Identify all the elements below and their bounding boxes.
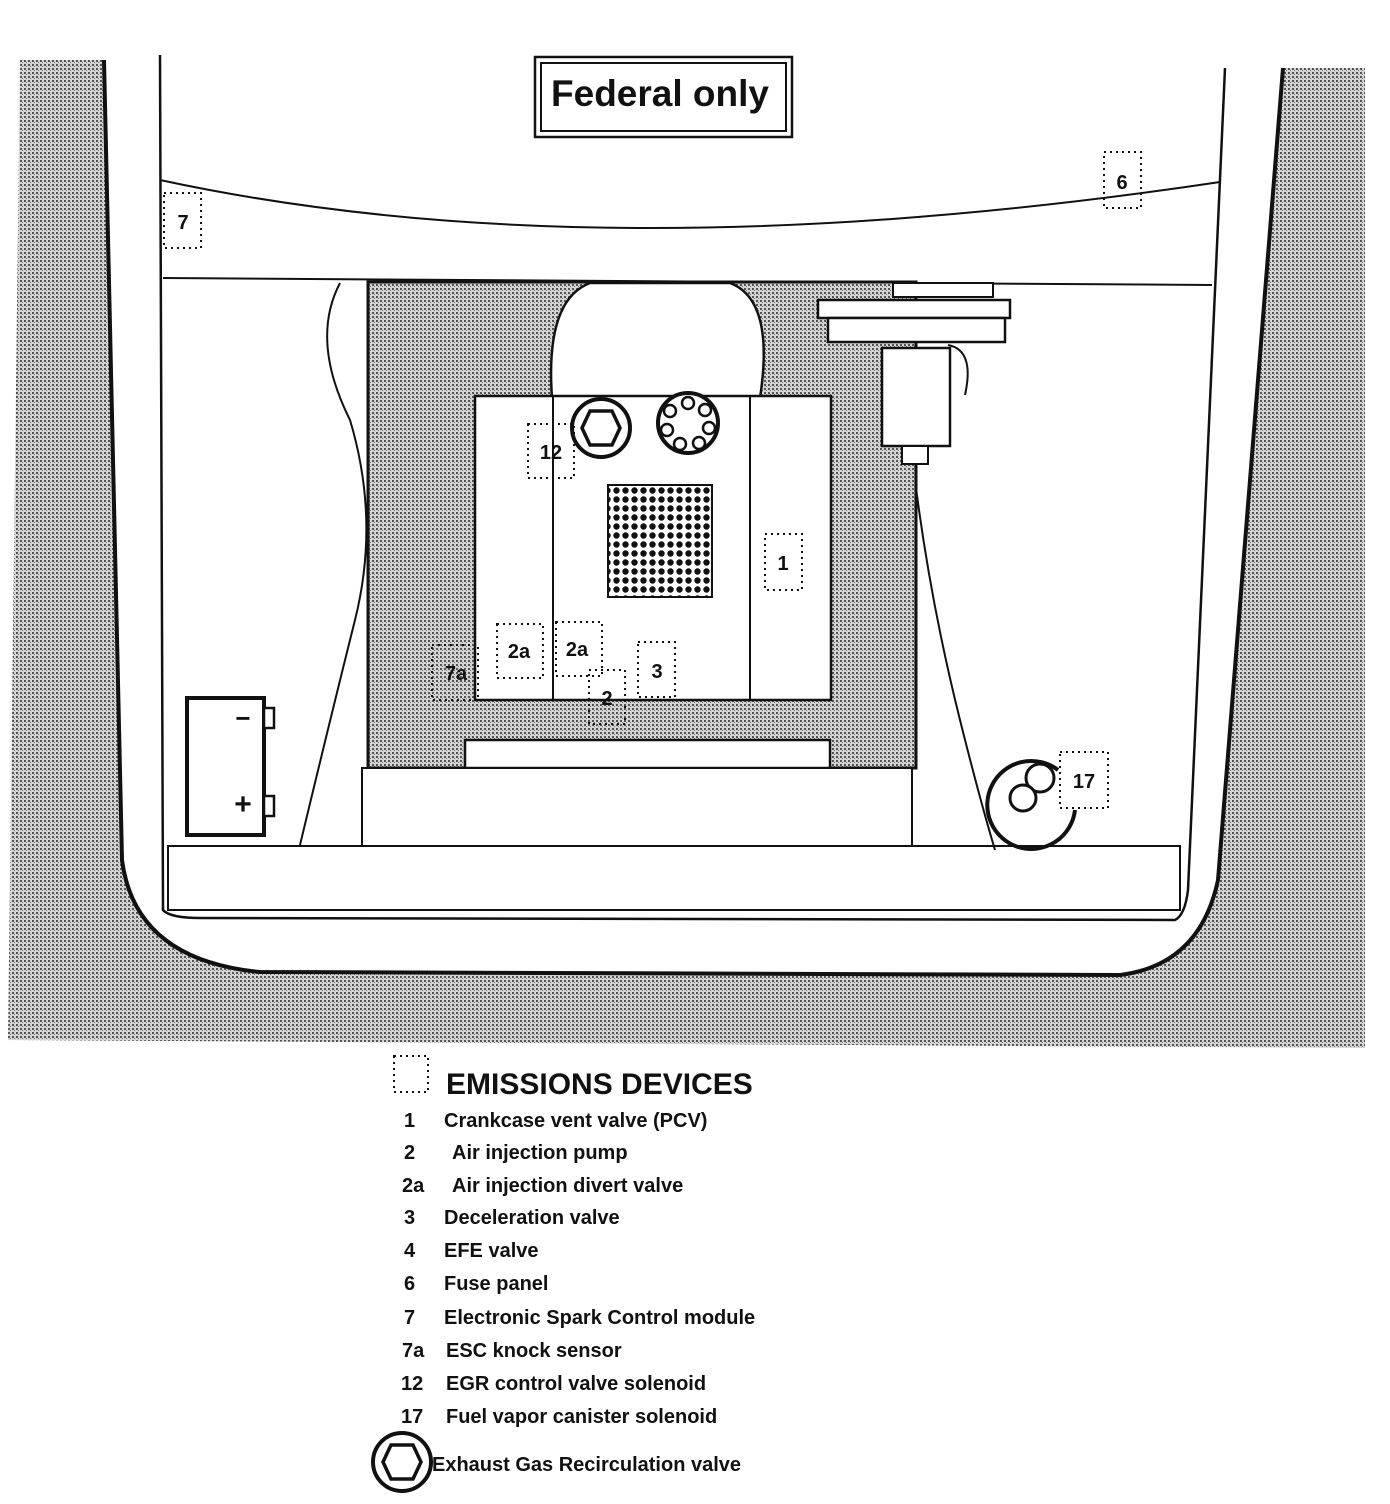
legend-num-6: 6 — [404, 1273, 415, 1295]
svg-text:7: 7 — [177, 212, 188, 234]
callout-2a-right: 2a — [555, 621, 603, 677]
cowl — [158, 54, 1227, 922]
cowl-curve — [159, 179, 1221, 229]
svg-text:1: 1 — [777, 553, 788, 575]
egr-legend-icon — [371, 1431, 433, 1493]
svg-text:2: 2 — [601, 688, 612, 710]
callout-3: 3 — [637, 641, 676, 698]
left-hose — [299, 282, 368, 846]
brake-master-cylinder — [816, 282, 1012, 465]
front-crossmember — [361, 767, 913, 847]
right-hose — [914, 479, 996, 851]
legend-num-2: 2 — [404, 1142, 415, 1164]
legend-num-12: 12 — [401, 1373, 423, 1395]
distributor-icon — [656, 391, 720, 455]
legend-desc-6: Fuse panel — [444, 1273, 548, 1295]
legend-desc-2a: Air injection divert valve — [452, 1175, 683, 1197]
legend-desc-12: EGR control valve solenoid — [446, 1373, 706, 1395]
title-box — [533, 55, 794, 139]
legend-dotbox-icon — [393, 1055, 429, 1093]
legend-num-3: 3 — [404, 1207, 415, 1229]
callout-2a-left: 2a — [496, 623, 544, 679]
legend-num-7: 7 — [404, 1307, 415, 1329]
legend-num-4: 4 — [404, 1240, 416, 1262]
legend-num-2a: 2a — [402, 1175, 425, 1197]
callout-17: 17 — [1059, 751, 1109, 809]
callout-7: 7 — [163, 192, 202, 249]
legend-desc-2: Air injection pump — [452, 1142, 628, 1164]
legend-title: EMISSIONS DEVICES — [446, 1068, 753, 1101]
title-text: Federal only — [551, 73, 769, 114]
carburetor-grid — [607, 484, 713, 598]
svg-text:3: 3 — [651, 661, 662, 683]
legend-num-1: 1 — [404, 1110, 415, 1132]
svg-text:7a: 7a — [445, 663, 468, 685]
vapor-canister-icon — [985, 758, 1077, 851]
legend: EMISSIONS DEVICES 1 Crankcase vent valve… — [371, 1055, 755, 1493]
legend-desc-7: Electronic Spark Control module — [444, 1307, 755, 1329]
legend-num-7a: 7a — [402, 1340, 425, 1362]
callout-6: 6 — [1103, 151, 1142, 209]
egr-legend-text: Exhaust Gas Recirculation valve — [432, 1454, 741, 1476]
egr-valve-icon — [570, 397, 632, 459]
legend-desc-4: EFE valve — [444, 1240, 539, 1262]
callout-7a: 7a — [431, 644, 479, 701]
lower-plate — [463, 738, 832, 770]
callout-1: 1 — [764, 533, 803, 591]
svg-text:2a: 2a — [508, 641, 531, 663]
svg-text:2a: 2a — [566, 639, 589, 661]
air-cleaner-snorkel — [549, 281, 765, 400]
svg-text:17: 17 — [1073, 771, 1095, 793]
svg-text:6: 6 — [1116, 172, 1127, 194]
battery-positive-label: + — [234, 788, 252, 821]
callout-2: 2 — [588, 669, 626, 725]
legend-desc-7a: ESC knock sensor — [446, 1340, 622, 1362]
radiator-support — [167, 845, 1181, 911]
svg-text:12: 12 — [540, 442, 562, 464]
legend-num-17: 17 — [401, 1406, 423, 1428]
legend-desc-3: Deceleration valve — [444, 1207, 620, 1229]
legend-desc-17: Fuel vapor canister solenoid — [446, 1406, 717, 1428]
legend-desc-1: Crankcase vent valve (PCV) — [444, 1110, 707, 1132]
fender-wall — [8, 60, 1365, 1048]
callout-12: 12 — [527, 423, 575, 479]
battery-icon — [185, 696, 276, 837]
battery-negative-label: − — [235, 703, 250, 733]
